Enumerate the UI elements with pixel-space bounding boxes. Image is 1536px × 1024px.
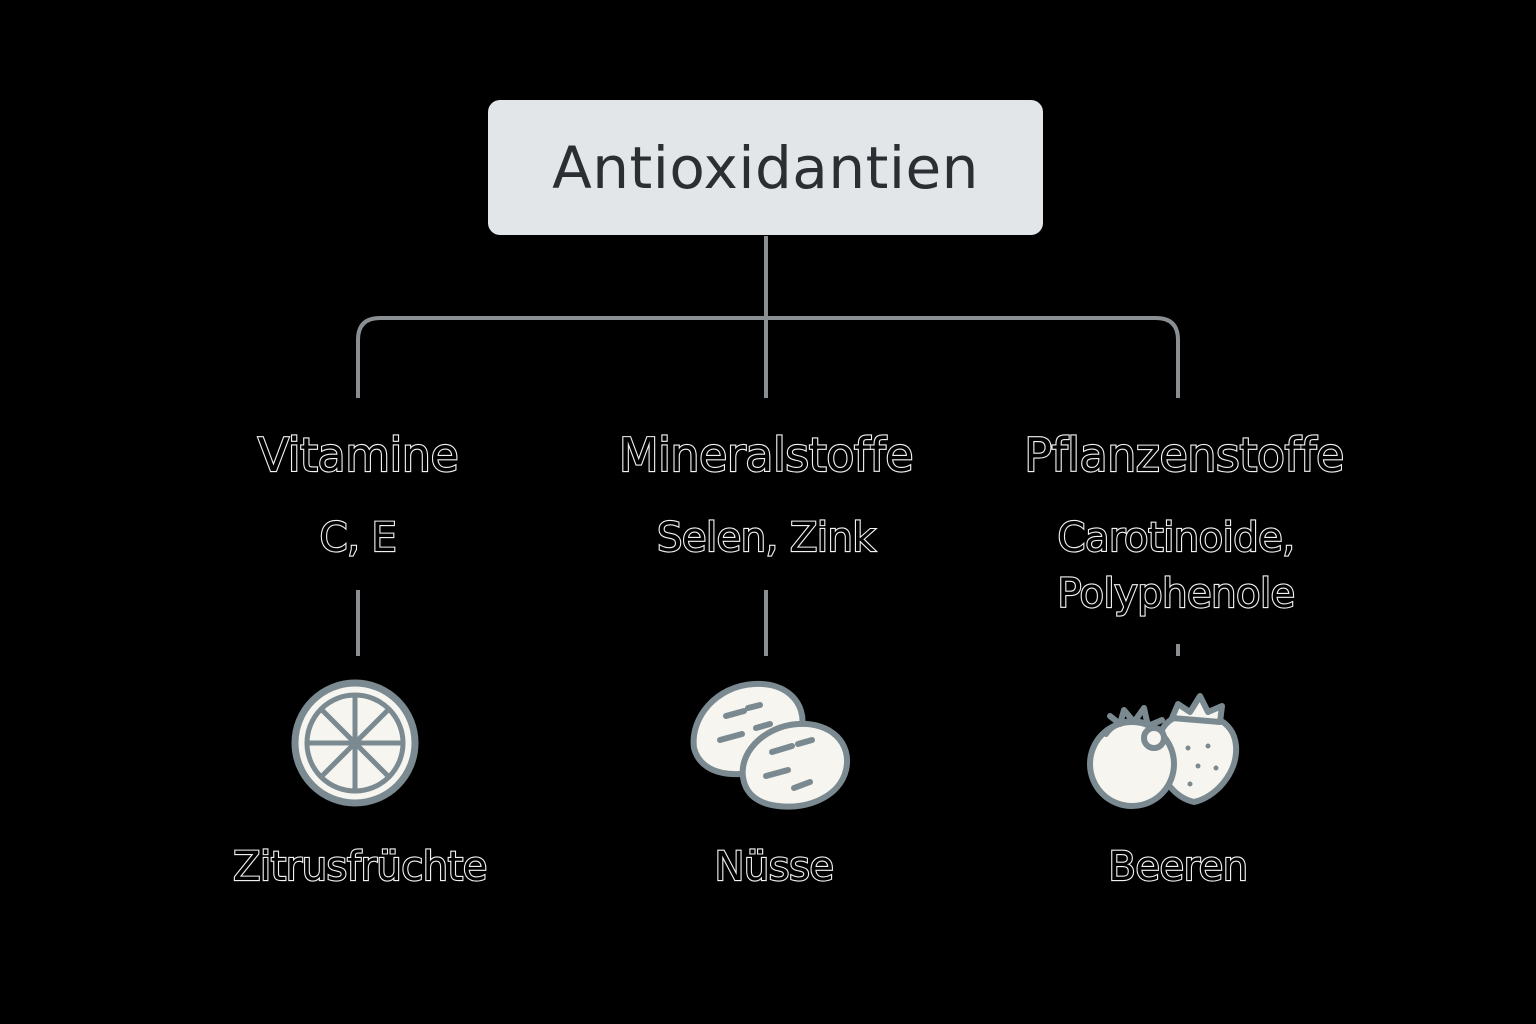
citrus-icon xyxy=(291,679,419,807)
category-title-pflanzenstoffe: Pflanzenstoffe xyxy=(1023,427,1345,483)
berries-icon xyxy=(1087,693,1240,809)
root-node: Antioxidantien xyxy=(488,100,1043,235)
category-title-mineralstoffe: Mineralstoffe xyxy=(618,427,915,483)
nuts-icon xyxy=(690,680,851,810)
food-label-zitrusfruechte: Zitrusfrüchte xyxy=(232,843,489,891)
root-title: Antioxidantien xyxy=(552,133,979,202)
food-label-nuesse: Nüsse xyxy=(713,843,835,891)
category-examples-pflanzenstoffe: Carotinoide, Polyphenole xyxy=(1056,514,1296,618)
category-examples-mineralstoffe: Selen, Zink xyxy=(656,514,877,562)
category-title-vitamine: Vitamine xyxy=(257,427,460,483)
food-label-beeren: Beeren xyxy=(1107,843,1249,891)
category-examples-vitamine: C, E xyxy=(319,514,398,562)
connector-horizontal-bar xyxy=(356,316,1180,398)
